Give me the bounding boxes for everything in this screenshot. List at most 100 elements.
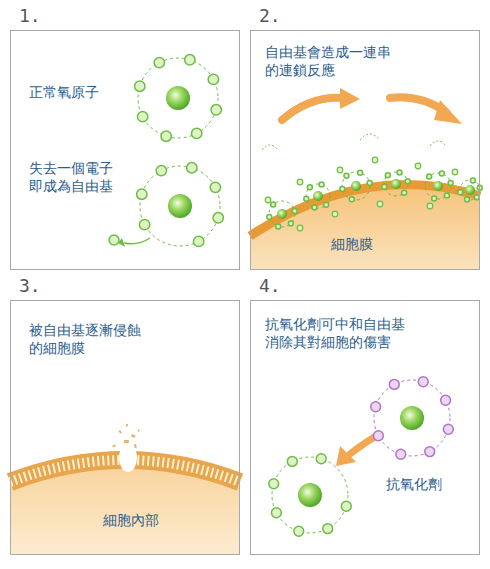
callout-number: 3. — [19, 274, 41, 297]
arrow-head — [118, 238, 125, 247]
electron — [287, 456, 297, 466]
electron — [323, 524, 333, 534]
electron — [396, 449, 406, 459]
electron-orbit — [425, 173, 451, 199]
leader-arrow — [124, 238, 150, 244]
electron — [213, 213, 223, 223]
atom-nucleus — [166, 86, 190, 110]
electron — [319, 182, 324, 187]
electron-orbit — [374, 380, 450, 456]
electron — [191, 128, 201, 138]
electron — [156, 165, 166, 175]
electron — [269, 479, 279, 489]
atom-nucleus — [465, 185, 475, 195]
panel-text: 自由基會造成一連串 的連鎖反應 — [265, 43, 398, 79]
electron — [439, 171, 444, 176]
electron — [452, 169, 458, 175]
electron — [385, 173, 390, 178]
electron — [297, 179, 303, 185]
electron — [337, 167, 343, 173]
electron — [341, 501, 351, 511]
membrane-damage — [119, 444, 137, 472]
membrane-debris — [134, 444, 137, 448]
electron — [109, 235, 119, 245]
electron-orbit — [138, 58, 218, 138]
electron — [135, 81, 145, 91]
cell-body — [10, 460, 240, 555]
electron — [324, 202, 329, 207]
callout-number: 2. — [259, 4, 281, 27]
electron-orbit — [342, 172, 370, 200]
electron — [294, 526, 304, 536]
electron — [418, 377, 428, 387]
electron-orbit — [140, 166, 220, 246]
electron-orbit — [306, 184, 330, 208]
electron-orbit — [360, 134, 380, 140]
electron — [304, 196, 309, 201]
electron — [210, 182, 220, 192]
electron — [377, 201, 383, 207]
arrow-head — [340, 88, 360, 109]
panel-text: 被自由基逐漸侵蝕 的細胞膜 — [29, 321, 148, 357]
panel-text: 抗氧化劑可中和自由基 消除其對細胞的傷害 — [265, 315, 412, 351]
cell-membrane — [250, 184, 480, 236]
electron — [344, 173, 349, 178]
electron-orbit — [384, 172, 408, 196]
panel-text: 細胞內部 — [103, 511, 159, 529]
panel-box: 1.正常氧原子失去一個電子 即成為自由基 — [10, 30, 240, 270]
panel-text: 正常氧原子 — [29, 83, 99, 101]
electron — [312, 205, 317, 210]
electron — [185, 55, 195, 65]
arrow-head — [434, 100, 462, 124]
electron-orbit — [262, 145, 278, 150]
electron — [470, 178, 475, 183]
membrane-debris — [112, 444, 116, 447]
panel-box: 4.抗氧化劑可中和自由基 消除其對細胞的傷害抗氧化劑 — [250, 300, 480, 555]
electron — [211, 105, 221, 115]
electron — [340, 187, 345, 192]
electron — [371, 402, 381, 412]
electron — [154, 57, 164, 67]
membrane-debris — [137, 429, 140, 432]
callout-number: 4. — [259, 274, 281, 297]
electron — [193, 236, 203, 246]
panel-text: 失去一個電子 即成為自由基 — [29, 159, 120, 195]
panel-box: 3.被自由基逐漸侵蝕 的細胞膜細胞內部 — [10, 300, 240, 555]
membrane-debris — [131, 434, 136, 438]
electron — [405, 179, 410, 184]
electron — [427, 203, 433, 209]
electron — [292, 209, 297, 214]
electron-orbit — [269, 201, 295, 227]
electron — [389, 379, 399, 389]
atom-nucleus — [277, 209, 287, 219]
electron — [358, 170, 363, 175]
electron-orbit — [430, 141, 446, 146]
electron — [458, 190, 463, 195]
electron — [267, 214, 272, 219]
electron — [402, 190, 407, 195]
electron — [316, 454, 326, 464]
electron — [161, 131, 171, 141]
electron — [425, 447, 435, 457]
electron — [443, 424, 453, 434]
atom-nucleus — [400, 406, 424, 430]
arrow-shape — [282, 98, 342, 120]
electron — [444, 193, 449, 198]
arrow-shape — [350, 436, 376, 454]
electron-orbit — [460, 180, 480, 200]
electron — [349, 197, 354, 202]
arrow-head — [336, 446, 356, 466]
electron — [307, 185, 312, 190]
membrane-debris — [124, 440, 129, 443]
panel-text: 細胞膜 — [331, 235, 373, 253]
electron — [137, 111, 147, 121]
electron — [297, 225, 303, 231]
electron — [139, 219, 149, 229]
electron — [265, 197, 271, 203]
electron — [448, 181, 453, 186]
atom-nucleus — [313, 191, 323, 201]
atom-nucleus — [433, 181, 443, 191]
electron — [415, 163, 421, 169]
membrane-debris — [126, 424, 128, 427]
electron — [137, 189, 147, 199]
